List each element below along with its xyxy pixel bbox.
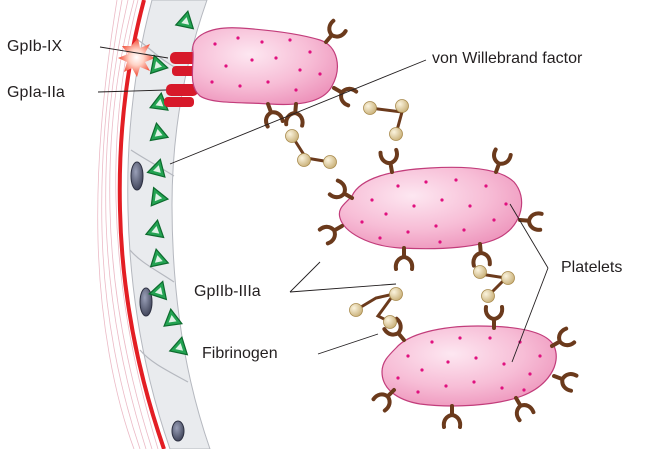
fibrinogen-leader: [318, 334, 378, 354]
platelet-middle: [339, 167, 521, 248]
gpiib-iiia-leader: [290, 262, 320, 292]
label-platelets: Platelets: [561, 259, 622, 277]
fibrinogen-bridge: [286, 130, 337, 169]
label-von-willebrand-factor: von Willebrand factor: [432, 50, 582, 68]
fibrinogen-bridge: [474, 266, 515, 303]
label-gpia-iia: GpIa-IIa: [7, 84, 65, 102]
fibrinogen-bridge: [364, 100, 409, 141]
gpiib-iiia-leader: [290, 284, 396, 292]
endothelial-nucleus: [140, 288, 152, 316]
endothelial-nucleus: [172, 421, 184, 441]
label-fibrinogen: Fibrinogen: [202, 345, 278, 363]
label-gpiib-iiia: GpIIb-IIIa: [194, 283, 261, 301]
platelet-top: [192, 28, 337, 105]
fibrinogen-bridge: [350, 288, 403, 329]
gpia-iia-receptor: [164, 97, 194, 107]
platelet-bottom: [382, 326, 556, 406]
endothelial-nucleus: [131, 162, 143, 190]
label-gpib-ix: GpIb-IX: [7, 38, 62, 56]
